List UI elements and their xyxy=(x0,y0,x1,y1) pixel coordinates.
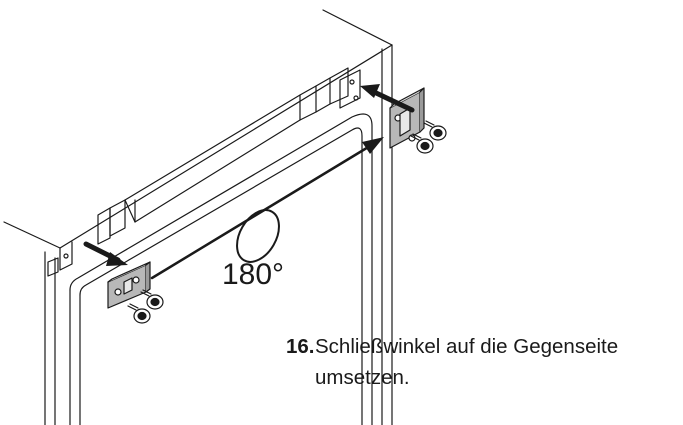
right-striker-bracket xyxy=(389,87,425,149)
instruction-step: 16. Schließwinkel auf die Gegenseite ums… xyxy=(286,331,681,393)
left-hinge-area xyxy=(47,241,73,277)
left-screws xyxy=(127,289,164,324)
rotation-label: 180° xyxy=(222,258,285,291)
transfer-arrow xyxy=(150,137,384,280)
step-text: Schließwinkel auf die Gegenseite umsetze… xyxy=(315,335,619,389)
left-striker-bracket xyxy=(107,261,151,309)
rotation-ellipse xyxy=(236,209,280,263)
right-hinge-area xyxy=(339,69,361,109)
removal-arrow xyxy=(83,241,128,266)
right-screws xyxy=(410,120,447,154)
step-number: 16. xyxy=(286,335,315,358)
insertion-arrow xyxy=(360,84,415,113)
top-recess xyxy=(97,67,349,245)
